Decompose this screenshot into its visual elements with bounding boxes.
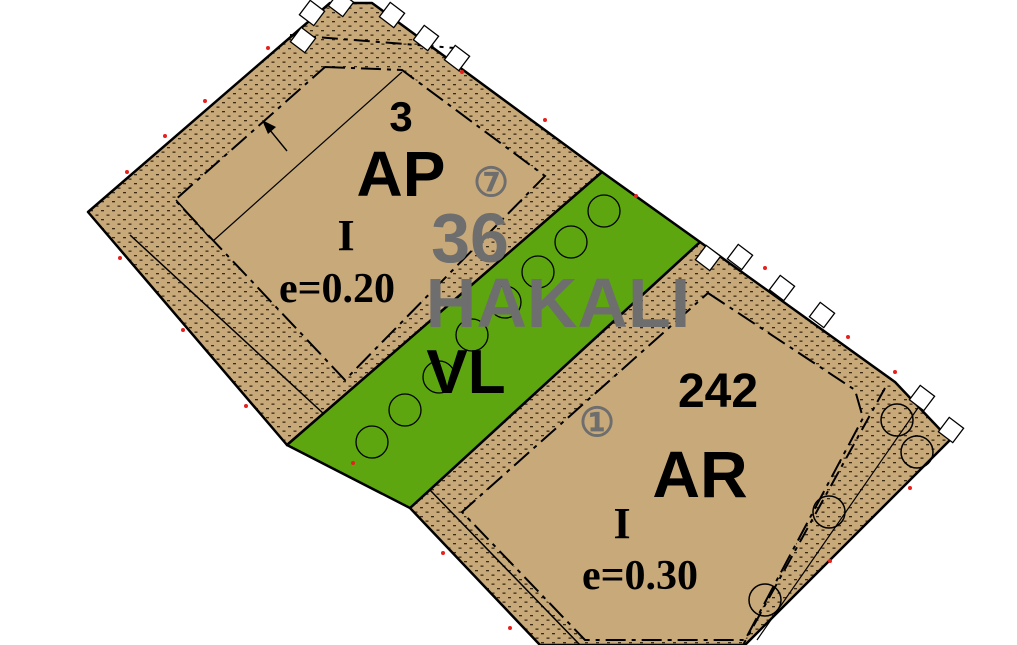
south-parcel-cut-line — [429, 489, 581, 645]
boundary-marker — [378, 1, 406, 29]
north-parcel-circled-number: ⑦ — [473, 160, 509, 205]
north-parcel-building-area — [173, 65, 547, 382]
tree-circle-icon — [455, 318, 489, 352]
tree-circle-icon — [900, 435, 934, 469]
green-strip — [285, 170, 702, 510]
north-parcel-floors: I — [337, 211, 354, 260]
south-parcel-diagonal-line — [756, 404, 921, 641]
north-parcel-boundary-markers — [289, 0, 471, 72]
north-parcel-cut-line-2 — [175, 199, 211, 239]
green-strip-trees — [355, 194, 621, 459]
tree-circle-icon — [488, 285, 522, 319]
north-parcel-cut-line — [129, 234, 326, 416]
arrow-icon — [262, 120, 288, 152]
boundary-marker — [694, 244, 722, 272]
overlay-number: 36 — [431, 199, 509, 277]
tree-circle-icon — [422, 360, 456, 394]
south-parcel-zone-code: AR — [652, 437, 747, 511]
south-parcel-circled-number: ① — [579, 400, 615, 445]
south-parcel — [408, 240, 965, 645]
tree-circle-icon — [748, 583, 782, 617]
north-parcel — [86, 0, 604, 447]
north-parcel-zone-code: AP — [357, 138, 446, 210]
north-parcel-block-number: 3 — [389, 93, 412, 140]
south-parcel-coefficient: e=0.30 — [582, 553, 698, 599]
south-parcel-floors: I — [613, 499, 630, 548]
south-parcel-boundary-markers — [694, 243, 965, 444]
tree-circle-icon — [812, 495, 846, 529]
boundary-marker — [443, 44, 471, 72]
south-parcel-block-number: 242 — [678, 365, 758, 418]
boundary-marker — [808, 301, 836, 329]
boundary-marker — [768, 274, 796, 302]
tree-circle-icon — [388, 393, 422, 427]
tree-circle-icon — [521, 255, 555, 289]
tree-circle-icon — [880, 403, 914, 437]
green-strip-zone-code: VL — [426, 338, 505, 407]
boundary-marker — [726, 243, 754, 271]
boundary-marker — [937, 416, 965, 444]
north-parcel-coefficient: e=0.20 — [279, 266, 395, 312]
tree-circle-icon — [554, 225, 588, 259]
green-area — [285, 170, 702, 510]
north-parcel-diagonal-line — [212, 71, 403, 242]
boundary-marker — [289, 26, 317, 54]
boundary-marker — [298, 0, 326, 27]
survey-edge-marks — [118, 46, 912, 630]
overlay-name: HAKALI — [426, 264, 690, 342]
tree-circle-icon — [587, 194, 621, 228]
boundary-marker — [327, 0, 355, 18]
boundary-marker — [412, 24, 440, 52]
south-parcel-tree-circles — [748, 403, 934, 617]
south-parcel-building-area — [460, 291, 865, 641]
boundary-marker — [908, 384, 936, 412]
tree-circle-icon — [355, 425, 389, 459]
